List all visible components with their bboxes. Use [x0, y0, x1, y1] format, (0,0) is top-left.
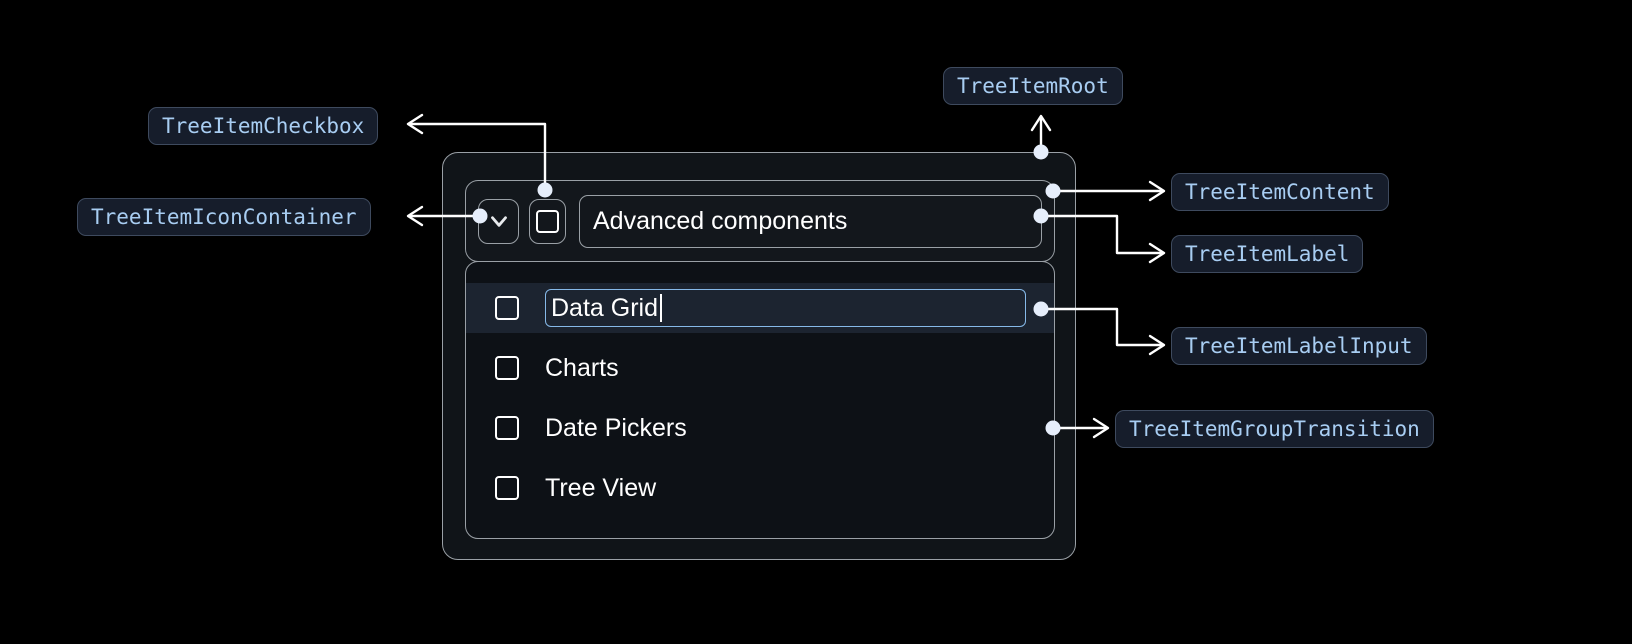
tree-item-row-data-grid[interactable]: Data Grid: [466, 283, 1054, 333]
tree-item-row-charts[interactable]: Charts: [466, 343, 1054, 393]
annotation-badge-tree-item-label: TreeItemLabel: [1171, 235, 1364, 273]
tree-item-label[interactable]: Advanced components: [579, 194, 1042, 248]
tree-item-content[interactable]: Advanced components: [465, 180, 1055, 262]
tree-item-checkbox[interactable]: [495, 476, 519, 500]
checkbox-box-icon: [536, 209, 559, 233]
annotation-badge-tree-item-icon-container: TreeItemIconContainer: [77, 198, 371, 236]
tree-item-checkbox[interactable]: [495, 416, 519, 440]
tree-item-label-input-value: Data Grid: [551, 293, 658, 322]
tree-item-icon-container[interactable]: [478, 198, 519, 244]
annotation-badge-tree-item-label-input: TreeItemLabelInput: [1171, 327, 1427, 365]
tree-item-checkbox[interactable]: [495, 296, 519, 320]
tree-item-label-input[interactable]: Data Grid: [545, 289, 1026, 327]
annotation-badge-tree-item-checkbox: TreeItemCheckbox: [148, 107, 379, 145]
tree-item-label: Date Pickers: [545, 413, 687, 442]
annotation-badge-tree-item-root: TreeItemRoot: [943, 67, 1123, 105]
tree-item-checkbox[interactable]: [529, 198, 566, 244]
tree-item-checkbox[interactable]: [495, 356, 519, 380]
tree-item-root[interactable]: Advanced components Data Grid Charts Dat: [442, 152, 1076, 560]
annotation-badge-tree-item-group-transition: TreeItemGroupTransition: [1115, 410, 1434, 448]
annotation-badge-tree-item-content: TreeItemContent: [1171, 173, 1389, 211]
tree-item-label: Charts: [545, 353, 619, 382]
tree-item-group-transition: Data Grid Charts Date Pickers Tree View: [465, 261, 1055, 539]
tree-item-label-text: Advanced components: [593, 206, 848, 235]
tree-item-row-tree-view[interactable]: Tree View: [466, 463, 1054, 513]
tree-item-row-date-pickers[interactable]: Date Pickers: [466, 403, 1054, 453]
chevron-down-icon: [486, 208, 512, 234]
text-caret: [659, 294, 662, 322]
tree-item-label: Tree View: [545, 473, 657, 502]
